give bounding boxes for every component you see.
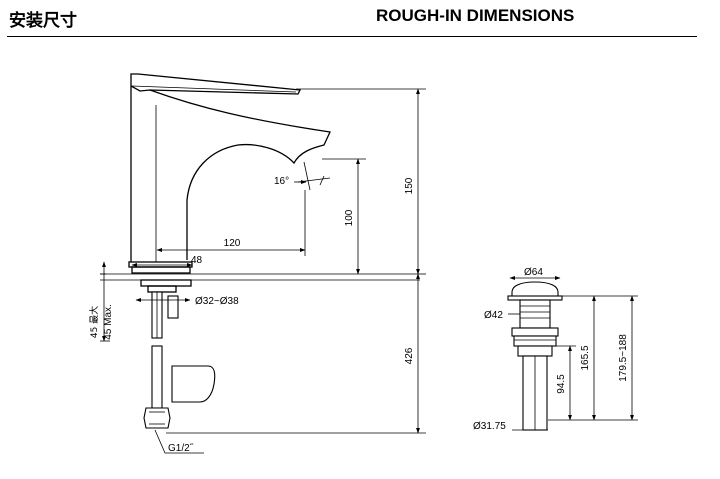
header: 安装尺寸 ROUGH-IN DIMENSIONS (0, 0, 720, 42)
faucet-handle (130, 73, 302, 95)
faucet-cartridge (171, 365, 216, 403)
header-divider (7, 36, 697, 37)
drain-body (519, 299, 551, 329)
dim-label-hole: Ø32~Ø38 (195, 296, 239, 307)
spout-angle-ref (297, 177, 331, 183)
faucet-drawing (100, 73, 420, 429)
dim-label-48: 48 (191, 255, 203, 266)
faucet-mount-bracket (147, 285, 177, 293)
drain-drawing (507, 281, 563, 431)
drain-washer (513, 335, 557, 347)
dim-label-total: 179.5~188 (618, 334, 629, 382)
dim-label-64: Ø64 (524, 267, 543, 278)
dim-label-100: 100 (344, 209, 355, 226)
dim-label-42: Ø42 (484, 310, 503, 321)
thread-label: G1/2˝ (168, 442, 194, 454)
title-chinese: 安装尺寸 (9, 11, 77, 31)
drain-dimensions: Ø64 Ø42 Ø31.75 94.5 165.5 179.5~188 (473, 267, 638, 432)
dim-label-1655: 165.5 (580, 345, 591, 370)
dim-label-120: 120 (224, 238, 241, 249)
dim-label-16deg: 16° (274, 176, 289, 187)
spout-tip-axis (303, 161, 311, 191)
faucet-supply-hose (151, 345, 163, 409)
faucet-spout (149, 89, 331, 260)
faucet-hose-fitting (143, 407, 171, 429)
drain-cap (511, 281, 559, 297)
drain-collar (517, 345, 553, 357)
dim-label-945: 94.5 (556, 374, 567, 394)
faucet-base-ring (131, 266, 191, 274)
faucet-mount-nut (140, 279, 192, 287)
dim-label-3175: Ø31.75 (473, 421, 506, 432)
faucet-handle-seam (131, 85, 297, 93)
faucet-dimensions: 150 100 120 48 16° Ø32~Ø38 45 最大 45 Max.… (88, 88, 426, 454)
drain-flange (507, 295, 563, 301)
dim-label-45-cn: 45 最大 (88, 306, 100, 338)
page-title: ROUGH-IN DIMENSIONS (376, 6, 575, 25)
dim-label-150: 150 (404, 177, 415, 194)
dim-label-45-en: 45 Max. (103, 304, 114, 340)
faucet-base-plate (128, 261, 193, 268)
drain-nut (511, 327, 559, 337)
dim-label-426: 426 (404, 347, 415, 364)
faucet-stud-nut (167, 295, 179, 319)
